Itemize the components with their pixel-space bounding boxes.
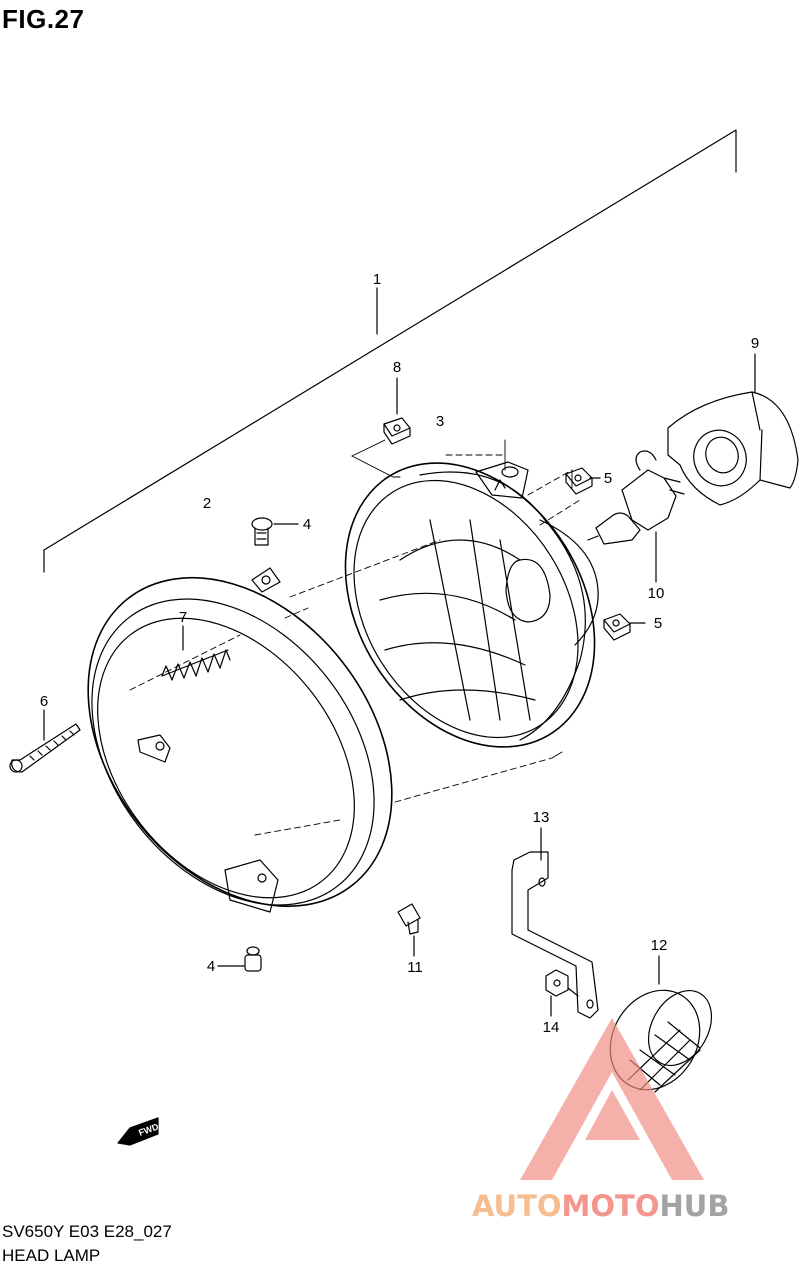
screw-upper — [251, 517, 273, 546]
callout-5-lower: 5 — [654, 615, 662, 632]
callout-13: 13 — [533, 809, 550, 826]
head-lamp-bulb — [587, 450, 685, 545]
bolt — [397, 903, 421, 935]
callout-3: 3 — [436, 413, 444, 430]
callout-10: 10 — [648, 585, 665, 602]
reflector-bracket — [511, 851, 599, 1019]
figure-caption: HEAD LAMP — [2, 1246, 101, 1265]
leader-lines — [129, 454, 581, 836]
callout-6: 6 — [40, 693, 48, 710]
callout-14: 14 — [543, 1019, 560, 1036]
watermark-auto: AUTO — [472, 1189, 562, 1223]
headlamp-housing-rim — [87, 567, 393, 913]
nut-lower — [603, 613, 631, 641]
watermark-hub: HUB — [660, 1189, 730, 1223]
bulb-cover — [667, 391, 799, 506]
nut-bracket — [545, 969, 569, 997]
callout-1: 1 — [373, 271, 381, 288]
callout-8: 8 — [393, 359, 401, 376]
assembly-bracket-line — [43, 129, 737, 573]
spring — [161, 649, 231, 681]
figure-title: FIG.27 — [2, 4, 85, 34]
headlamp-unit — [344, 461, 599, 748]
callout-4-lower: 4 — [207, 958, 215, 975]
automotohub-watermark: AUTOMOTOHUB — [472, 1018, 729, 1223]
callout-11: 11 — [407, 959, 423, 976]
callout-2: 2 — [203, 495, 211, 512]
nut-upper — [565, 467, 593, 495]
model-code: SV650Y E03 E28_027 — [2, 1222, 172, 1241]
forward-arrow-icon — [117, 1117, 159, 1146]
watermark-moto: MOTO — [562, 1189, 660, 1223]
adjusting-screw — [9, 723, 81, 773]
clip-nut — [383, 417, 411, 445]
callout-5-upper: 5 — [604, 470, 612, 487]
callout-4-upper: 4 — [303, 516, 311, 533]
screw-lower — [244, 946, 262, 972]
callout-7: 7 — [179, 609, 187, 626]
callout-9: 9 — [751, 335, 759, 352]
svg-text:AUTOMOTOHUB: AUTOMOTOHUB — [472, 1189, 729, 1223]
callout-12: 12 — [651, 937, 668, 954]
